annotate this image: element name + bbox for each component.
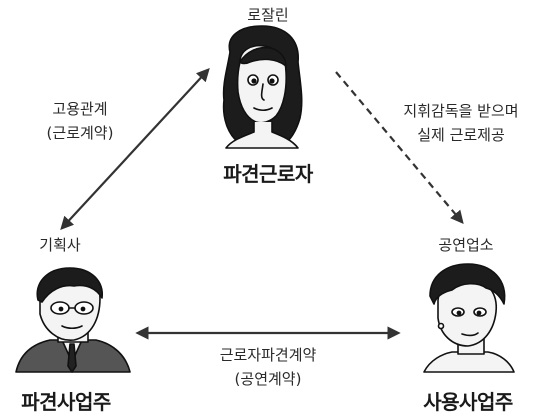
performance-contract-label: (공연계약): [234, 370, 302, 388]
employer-name-label: 기획사: [39, 236, 81, 254]
employment-relation-arrow: [60, 68, 210, 230]
actual-work-label: 실제 근로제공: [417, 126, 505, 144]
worker-name-label: 로잘린: [247, 6, 289, 24]
employment-contract-label: (근로계약): [46, 124, 114, 142]
worker-role-title: 파견근로자: [223, 162, 313, 186]
work-provision-arrow: [335, 71, 464, 225]
employer-role-title: 파견사업주: [21, 390, 111, 414]
user-company-name-label: 공연업소: [438, 236, 494, 254]
user-company-role-title: 사용사업주: [423, 390, 513, 414]
dispatch-contract-label: 근로자파견계약: [219, 346, 317, 364]
employment-relation-label: 고용관계: [52, 100, 108, 118]
supervision-label: 지휘감독을 받으며: [403, 102, 519, 120]
